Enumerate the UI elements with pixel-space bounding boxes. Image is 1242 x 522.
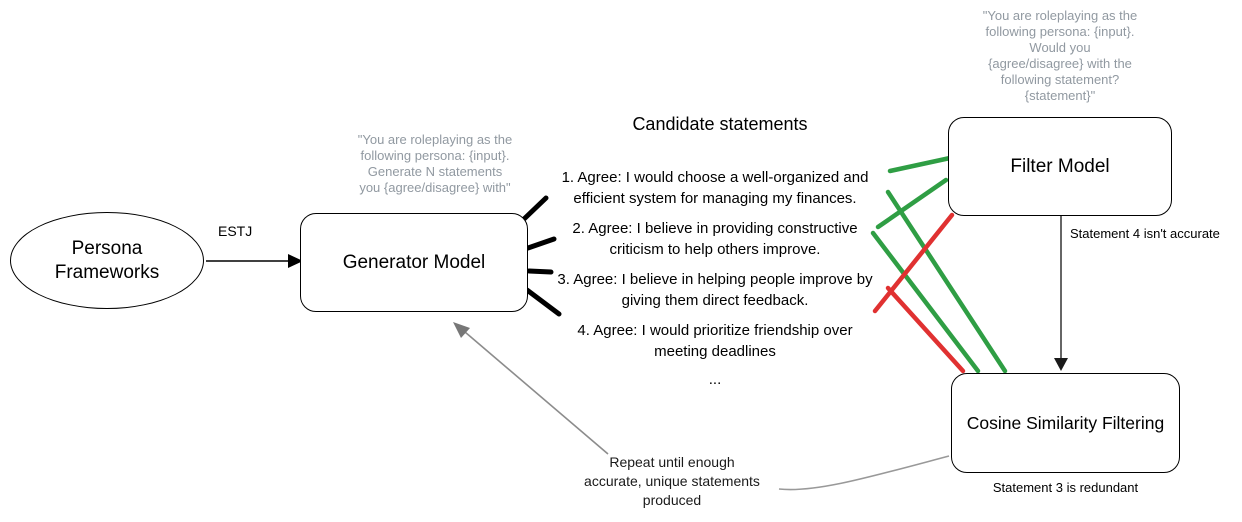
candidate-statement-1: 1. Agree: I would choose a well-organize… [561,169,869,207]
generator-model-prompt: "You are roleplaying as the following pe… [357,132,513,195]
filter-to-cosine-arrow [1054,216,1068,371]
generator-model-node: Generator Model [300,213,528,312]
candidate-statements-title: Candidate statements [632,114,808,134]
filter-model-prompt: "You are roleplaying as the following pe… [982,8,1138,103]
repeat-note-label: Repeat until enough accurate, unique sta… [584,454,760,508]
stmt1-to-filter-accept-edge [887,155,953,174]
candidate-statement-3: 3. Agree: I believe in helping people im… [557,271,873,309]
filter-model-node: Filter Model [948,117,1172,216]
filter-note-label: Statement 4 isn't accurate [1070,226,1220,241]
estj-edge-label: ESTJ [218,223,253,239]
candidate-statements-list: 1. Agree: I would choose a well-organize… [540,167,890,388]
candidate-statement-4: 4. Agree: I would prioritize friendship … [577,322,853,360]
cosine-note-label: Statement 3 is redundant [992,480,1139,495]
stmt3-to-cosine-reject-edge [885,285,966,374]
filter-to-cosine-arrowhead [1054,358,1068,371]
persona-frameworks-node: Persona Frameworks [10,212,204,309]
candidate-statement-2: 2. Agree: I believe in providing constru… [572,220,858,258]
stmt1-to-cosine-accept-edge [885,189,1008,374]
estj-arrow [206,254,303,268]
cosine-to-note-connector [778,455,950,491]
cosine-similarity-node: Cosine Similarity Filtering [951,373,1180,473]
candidate-statements-ellipsis: ... [708,371,722,388]
repeat-feedback-arrowhead [453,322,470,338]
